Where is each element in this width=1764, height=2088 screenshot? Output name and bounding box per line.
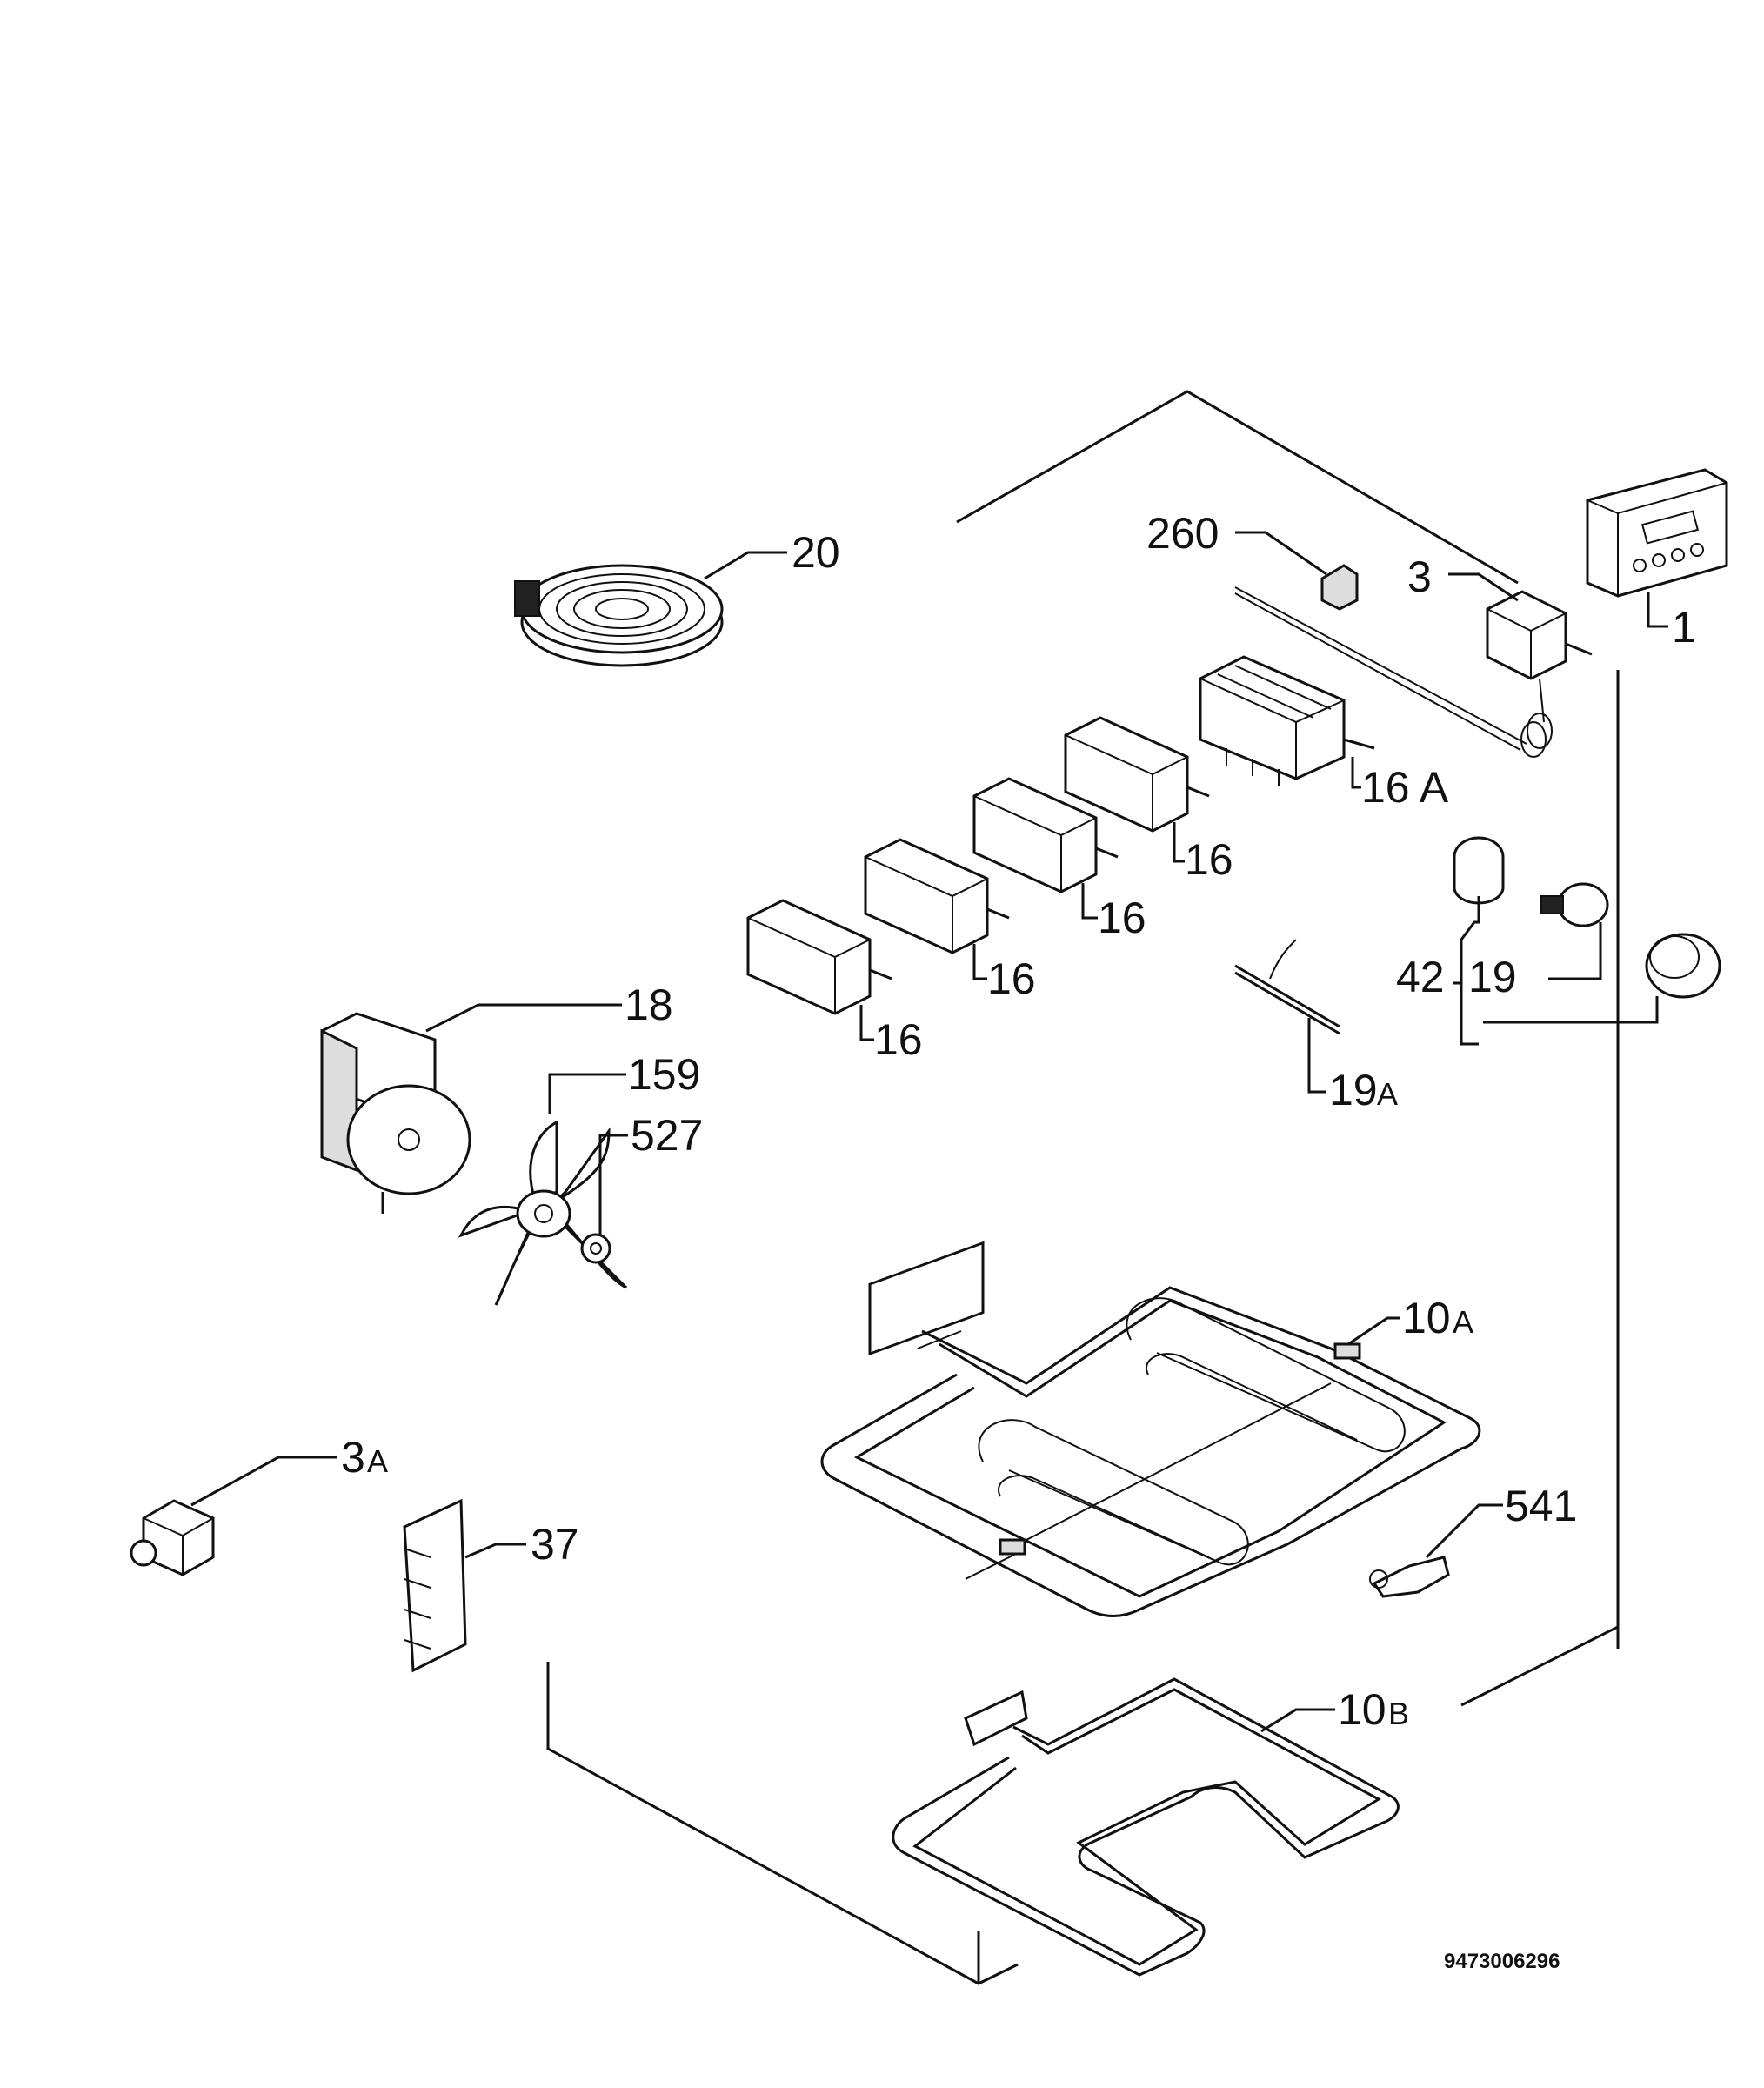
switch-16-2 [972, 777, 1119, 893]
leader-line [1425, 1503, 1503, 1559]
bottom-element-part [892, 1677, 1400, 1977]
label-10a-suffix: A [1453, 1304, 1473, 1340]
leader-line [1483, 996, 1659, 1024]
label-16-3: 16 [987, 954, 1036, 1003]
label-16-2: 16 [1098, 893, 1146, 942]
leader-line [704, 551, 787, 580]
label-16-1: 16 [1185, 835, 1233, 884]
timer-part [1586, 468, 1728, 598]
assembly-outline [546, 390, 1620, 1985]
leader-line [1351, 757, 1361, 789]
switch-16-1 [1064, 716, 1210, 833]
fan-motor-part [320, 1012, 471, 1214]
label-159: 159 [628, 1050, 700, 1099]
label-527: 527 [631, 1111, 703, 1160]
label-37: 37 [531, 1520, 579, 1569]
bulb-part [1540, 882, 1609, 927]
switch-16-4 [746, 899, 892, 1015]
leader-line [598, 1134, 628, 1235]
label-1: 1 [1672, 603, 1696, 652]
bracket-42 [1460, 896, 1480, 1046]
fan-blade-part [458, 1120, 628, 1306]
leader-line [1448, 572, 1519, 602]
leader-line [1647, 592, 1668, 628]
label-16-4: 16 [874, 1015, 923, 1064]
label-10b: 10 [1338, 1685, 1386, 1734]
leader-line [425, 1003, 622, 1033]
leader-line [1548, 922, 1602, 980]
leader-line [972, 944, 987, 980]
hotplate-part [514, 564, 724, 667]
leader-line [1347, 1316, 1400, 1346]
leader-line [859, 1005, 874, 1041]
label-541: 541 [1505, 1482, 1577, 1530]
label-10a: 10 [1402, 1294, 1451, 1342]
lamp-holder-part [1453, 836, 1505, 905]
bracket-541-part [1369, 1556, 1450, 1598]
leader-line [1081, 883, 1098, 920]
label-260: 260 [1146, 509, 1219, 558]
label-19: 19 [1468, 953, 1517, 1001]
lamp-cover-part [1645, 933, 1721, 999]
label-20: 20 [792, 528, 840, 577]
nut-part [580, 1233, 611, 1264]
label-18: 18 [625, 980, 673, 1029]
clip-part [1320, 564, 1359, 611]
terminal-block-part [403, 1498, 467, 1673]
label-42: 42 [1396, 953, 1445, 1001]
leader-line [1307, 1018, 1326, 1094]
label-19a-suffix: A [1377, 1076, 1398, 1112]
leader-line [190, 1456, 337, 1507]
label-19a: 19 [1329, 1066, 1378, 1114]
leader-line [1235, 531, 1327, 576]
selector-switch-16a [1199, 655, 1375, 786]
label-3a: 3 [341, 1433, 365, 1482]
sensor-probe-part [1234, 939, 1340, 1035]
label-3: 3 [1407, 552, 1432, 601]
label-10b-suffix: B [1388, 1696, 1409, 1731]
label-16a: 16 A [1361, 763, 1449, 812]
label-3a-suffix: A [367, 1443, 388, 1479]
leader-line [1173, 822, 1185, 863]
switch-3a-part [130, 1499, 215, 1576]
grill-element-part [820, 1241, 1481, 1617]
thermostat-part [1234, 586, 1593, 758]
leader-line [548, 1073, 626, 1114]
catalog-code: 9473006296 [1444, 1950, 1560, 1973]
switch-16-3 [864, 838, 1010, 954]
leader-line [464, 1543, 526, 1559]
leader-line [1260, 1708, 1335, 1733]
